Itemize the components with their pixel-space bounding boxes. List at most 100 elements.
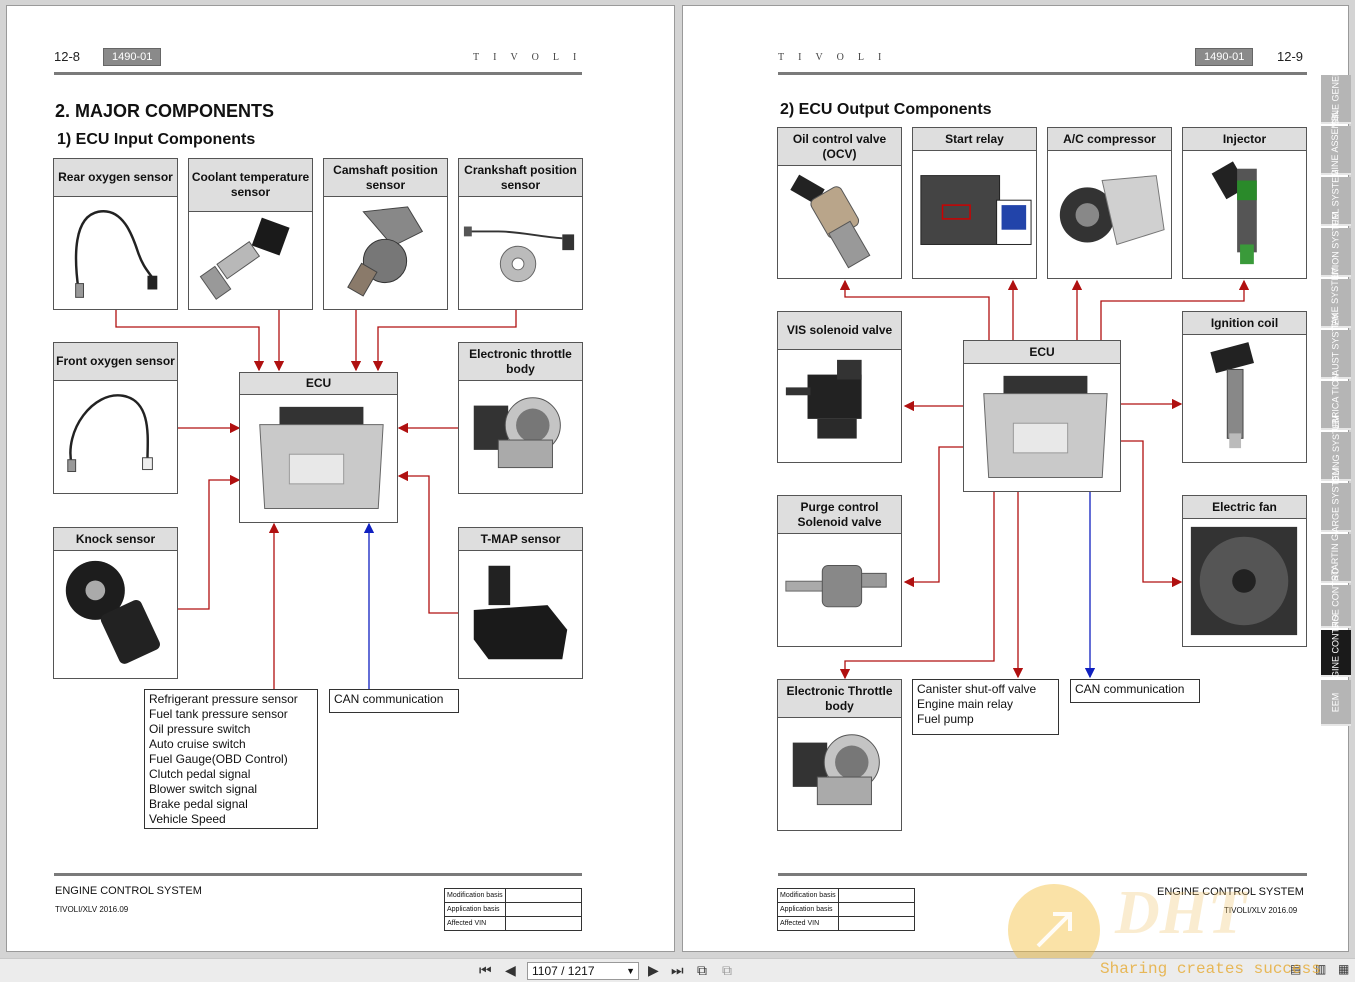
knock-sensor-image — [65, 560, 160, 664]
tab-cruise-control[interactable]: CRUISE CONTRO — [1321, 568, 1351, 643]
input-arrows — [115, 309, 517, 689]
component-label: Electronic Throttle body — [778, 680, 901, 718]
component-label: Start relay — [913, 128, 1036, 151]
component-label: Injector — [1183, 128, 1306, 151]
component-injector[interactable]: Injector — [1182, 127, 1307, 279]
mod-label: Application basis — [444, 902, 506, 917]
doc-code-badge: 1490-01 — [1195, 48, 1254, 66]
tab-engine-assembly[interactable]: ENGINE ASSEMBL — [1321, 110, 1351, 189]
component-crankshaft-position-sensor[interactable]: Crankshaft position sensor — [458, 158, 583, 310]
output-signal-item: Engine main relay — [917, 697, 1014, 711]
first-page-icon[interactable]: ⏮ — [479, 962, 492, 978]
component-electric-fan[interactable]: Electric fan — [1182, 495, 1307, 647]
component-label: Crankshaft position sensor — [459, 159, 582, 197]
component-ecu[interactable]: ECU — [963, 340, 1121, 492]
back-view-icon[interactable]: ⧉ — [697, 962, 707, 978]
tab-starting[interactable]: STARTIN G — [1321, 534, 1351, 583]
watermark-slogan: Sharing creates success — [1100, 960, 1321, 978]
input-signal-item: Clutch pedal signal — [149, 767, 251, 781]
header-rule — [54, 72, 582, 75]
arrow-etb — [839, 492, 995, 680]
input-signal-item: Refrigerant pressure sensor — [149, 692, 298, 706]
arrow-fan — [1121, 440, 1183, 588]
component-rear-oxygen-sensor[interactable]: Rear oxygen sensor — [53, 158, 178, 310]
component-ignition-coil[interactable]: Ignition coil — [1182, 311, 1307, 463]
component-front-oxygen-sensor[interactable]: Front oxygen sensor — [53, 342, 178, 494]
tab-fuel-system[interactable]: FUEL SYSTEM — [1321, 169, 1351, 232]
component-electronic-throttle-body[interactable]: Electronic throttle body — [458, 342, 583, 494]
component-label: Ignition coil — [1183, 312, 1306, 335]
component-knock-sensor[interactable]: Knock sensor — [53, 527, 178, 679]
page-number: 12-9 — [1277, 49, 1304, 64]
tab-ignition-system[interactable]: IGNITION SYSTEM — [1321, 212, 1351, 291]
throttle-body-image — [473, 397, 561, 469]
output-signal-item: Canister shut-off valve — [917, 682, 1037, 696]
input-signal-item: Brake pedal signal — [149, 797, 248, 811]
single-page-view-icon[interactable]: ▤ — [1290, 962, 1302, 976]
component-oil-control-valve[interactable]: Oil control valve (OCV) — [777, 127, 902, 279]
component-label: A/C compressor — [1048, 128, 1171, 151]
two-page-view-icon[interactable]: ▦ — [1338, 962, 1350, 976]
continuous-view-icon[interactable]: ▥ — [1315, 962, 1327, 976]
brand-header: TIVOLI — [778, 52, 896, 63]
footer-rule — [778, 873, 1307, 876]
subsection-title: 2) ECU Output Components — [780, 101, 992, 118]
component-label: ECU — [240, 373, 397, 395]
ecu-image — [259, 406, 384, 510]
component-coolant-temperature-sensor[interactable]: Coolant temperature sensor — [188, 158, 313, 310]
input-signal-item: Fuel tank pressure sensor — [149, 707, 288, 721]
page-number-input[interactable]: 1107 / 1217 ▼ — [527, 962, 639, 980]
component-vis-solenoid-valve[interactable]: VIS solenoid valve — [777, 311, 902, 463]
section-title: 2. MAJOR COMPONENTS — [55, 101, 275, 121]
component-ecu[interactable]: ECU — [239, 372, 398, 523]
component-label: Coolant temperature sensor — [189, 159, 312, 212]
component-label: Rear oxygen sensor — [54, 159, 177, 197]
component-tmap-sensor[interactable]: T-MAP sensor — [458, 527, 583, 679]
mod-label: Modification basis — [444, 888, 506, 903]
tab-cooling-system[interactable]: COOLING SYSTEM — [1321, 415, 1351, 496]
coolant-sensor-image — [199, 217, 290, 300]
tab-eem[interactable]: EEM — [1321, 680, 1351, 726]
tab-lubrication[interactable]: LUBRICA TION — [1321, 373, 1351, 436]
previous-page-icon[interactable]: ◀ — [505, 962, 516, 978]
tmap-sensor-image — [473, 565, 568, 660]
component-start-relay[interactable]: Start relay — [912, 127, 1037, 279]
electric-fan-image — [1190, 526, 1298, 636]
component-label: Electric fan — [1183, 496, 1306, 519]
start-relay-image — [920, 175, 1032, 245]
tab-charge-system[interactable]: CHARGE SYSTEM — [1321, 467, 1351, 546]
component-purge-control-solenoid-valve[interactable]: Purge control Solenoid valve — [777, 495, 902, 647]
arrow-knock — [177, 474, 241, 610]
last-page-icon[interactable]: ⏭ — [671, 962, 684, 978]
can-communication-box: CAN communication — [329, 689, 459, 713]
modification-table: Modification basis Application basis Aff… — [777, 888, 915, 931]
chevron-down-icon[interactable]: ▼ — [626, 966, 635, 976]
input-signal-item: Fuel Gauge(OBD Control) — [149, 752, 288, 766]
mod-label: Affected VIN — [777, 916, 839, 931]
ecu-input-signals-list: Refrigerant pressure sensor Fuel tank pr… — [144, 689, 318, 829]
component-ac-compressor[interactable]: A/C compressor — [1047, 127, 1172, 279]
watermark-brand: DHT — [1115, 879, 1246, 947]
vis-solenoid-image — [785, 359, 862, 439]
throttle-body-image — [792, 734, 880, 806]
front-oxygen-sensor-image — [67, 394, 153, 473]
tab-engine-general[interactable]: ENGINE GENERAL — [1321, 58, 1351, 139]
component-camshaft-position-sensor[interactable]: Camshaft position sensor — [323, 158, 448, 310]
ocv-image — [790, 174, 871, 269]
component-label: Purge control Solenoid valve — [778, 496, 901, 534]
component-label: VIS solenoid valve — [778, 312, 901, 350]
can-communication-box: CAN communication — [1070, 679, 1200, 703]
tab-engine-control[interactable]: ENGINE CONTRO — [1321, 614, 1351, 691]
right-page: TIVOLI 1490-01 12-9 2) ECU Output Compon… — [682, 5, 1349, 952]
tab-intake-system[interactable]: INTAKE SYSTEM — [1321, 267, 1351, 338]
arrow-tmap — [397, 470, 458, 614]
rear-oxygen-sensor-image — [74, 210, 158, 298]
purge-valve-image — [785, 564, 887, 608]
next-page-icon[interactable]: ▶ — [648, 962, 659, 978]
output-signal-item: Fuel pump — [917, 712, 974, 726]
input-signal-item: Vehicle Speed — [149, 812, 226, 826]
input-signal-item: Auto cruise switch — [149, 737, 246, 751]
forward-view-icon[interactable]: ⧉ — [722, 962, 732, 978]
tab-exhaust-system[interactable]: EXHAUST SYSTEM — [1321, 313, 1351, 394]
component-electronic-throttle-body[interactable]: Electronic Throttle body — [777, 679, 902, 831]
